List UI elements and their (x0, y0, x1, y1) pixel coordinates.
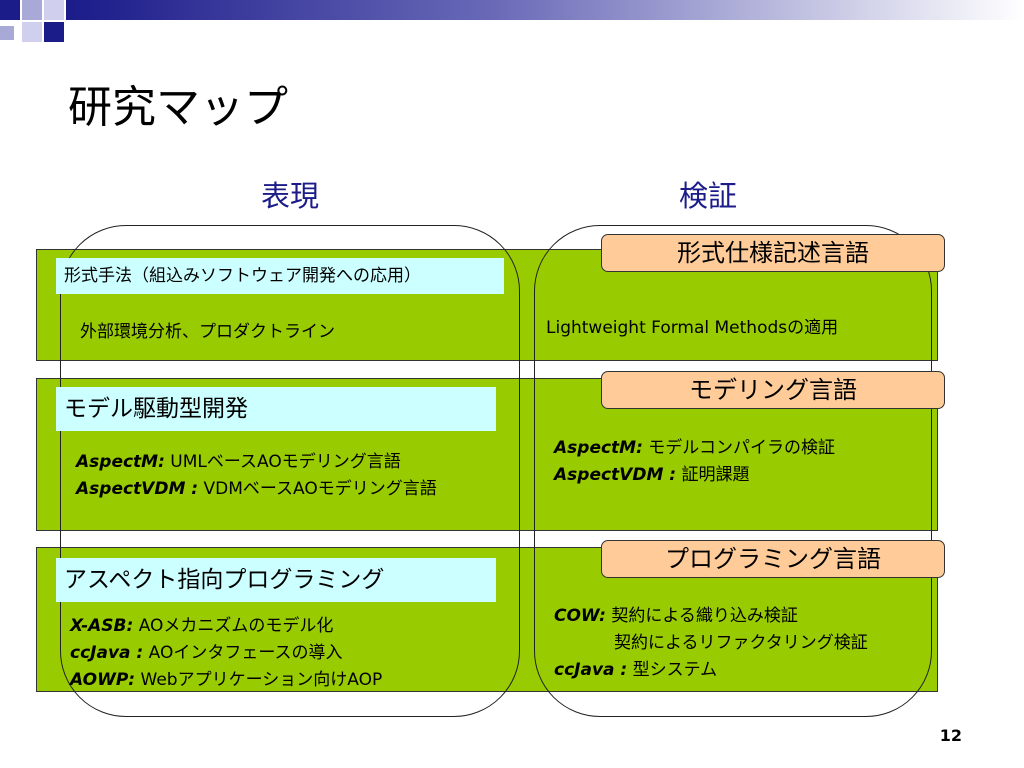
row-label-programming-language: プログラミング言語 (601, 540, 945, 578)
deco-square-navy (44, 22, 64, 42)
deco-square-light (22, 22, 42, 42)
deco-square-light (22, 0, 42, 20)
list-item: COW: 契約による織り込み検証 (554, 606, 798, 626)
column-outline-representation (60, 225, 520, 717)
list-item: AspectVDM : 証明課題 (554, 465, 750, 485)
list-item: AspectM: モデルコンパイラの検証 (554, 438, 835, 458)
top-gradient-bar (66, 0, 1024, 20)
row-label-aspect-oriented: アスペクト指向プログラミング (56, 558, 496, 602)
row-label-model-driven: モデル駆動型開発 (56, 387, 496, 431)
column-outline-verification (534, 225, 932, 717)
list-item: X-ASB: AOメカニズムのモデル化 (70, 616, 334, 636)
row-label-formal-spec-language: 形式仕様記述言語 (601, 234, 945, 272)
list-item: Lightweight Formal Methodsの適用 (546, 318, 839, 338)
slide-number: 12 (939, 726, 962, 745)
row-label-formal-methods: 形式手法（組込みソフトウェア開発への応用） (56, 258, 504, 294)
list-item: AOWP: Webアプリケーション向けAOP (70, 670, 383, 690)
corner-decoration (0, 0, 1024, 50)
deco-square-navy (0, 0, 20, 20)
row-label-modeling-language: モデリング言語 (601, 371, 945, 409)
column-heading-representation: 表現 (260, 179, 319, 213)
deco-square-light (0, 26, 14, 40)
list-item: ccJava : 型システム (554, 660, 718, 680)
list-item: AspectVDM : VDMベースAOモデリング言語 (76, 479, 437, 499)
list-item: ccJava : AOインタフェースの導入 (70, 643, 343, 663)
list-item: 契約によるリファクタリング検証 (614, 633, 868, 653)
list-item: 外部環境分析、プロダクトライン (80, 322, 335, 342)
column-heading-verification: 検証 (678, 179, 737, 213)
deco-square-light (44, 0, 64, 20)
list-item: AspectM: UMLベースAOモデリング言語 (76, 452, 401, 472)
page-title: 研究マップ (68, 82, 288, 133)
